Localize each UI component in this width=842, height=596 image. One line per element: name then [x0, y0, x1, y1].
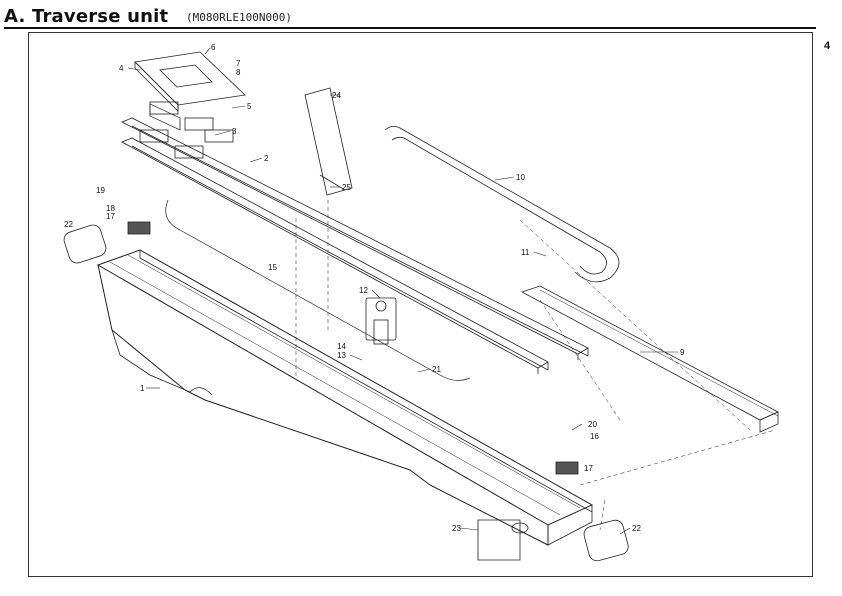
callout-2: 2 [264, 154, 269, 163]
callout-17-right: 17 [584, 464, 593, 473]
callout-1: 1 [140, 384, 145, 393]
linear-rail-upper [121, 117, 589, 360]
callout-6: 6 [211, 43, 216, 52]
callout-3: 3 [232, 127, 237, 136]
cover-plate [520, 285, 779, 433]
end-cover-23 [477, 519, 521, 561]
end-cap-right [583, 519, 629, 562]
cable-21 [165, 199, 471, 381]
main-beam-body [96, 249, 594, 546]
callout-7: 7 [236, 59, 241, 68]
callout-23: 23 [452, 524, 461, 533]
callout-13: 13 [337, 351, 346, 360]
callout-labels: 1 2 3 4 5 6 7 8 9 10 11 12 13 14 15 16 1… [64, 43, 685, 533]
callout-16: 16 [590, 432, 599, 441]
callout-10: 10 [516, 173, 525, 182]
pad-17-right [555, 461, 579, 475]
page-title: A. Traverse unit [4, 6, 169, 27]
top-plate [134, 51, 246, 112]
callout-5: 5 [247, 102, 252, 111]
end-cap-left [63, 224, 107, 264]
callout-17-left: 17 [106, 212, 115, 221]
callout-12: 12 [359, 286, 368, 295]
callout-4: 4 [119, 64, 124, 73]
callout-19: 19 [96, 186, 105, 195]
callout-14: 14 [337, 342, 346, 351]
callout-18: 18 [106, 204, 115, 213]
callout-22-right: 22 [632, 524, 641, 533]
linear-rail-lower [121, 137, 549, 374]
callout-24: 24 [332, 91, 341, 100]
cable-chain [384, 126, 620, 283]
air-regulator [365, 297, 397, 345]
page-number: 4 [824, 40, 831, 52]
title-underline [4, 27, 816, 29]
callout-8: 8 [236, 68, 241, 77]
callout-22-left: 22 [64, 220, 73, 229]
callout-11: 11 [521, 248, 530, 257]
carriage-blocks [139, 101, 234, 159]
leader-lines [127, 47, 678, 535]
model-code: (M080RLE100N000) [186, 11, 292, 24]
drawing-frame [28, 32, 813, 577]
vertical-bracket [304, 87, 353, 196]
callout-20: 20 [588, 420, 597, 429]
callout-21: 21 [432, 365, 441, 374]
callout-25: 25 [342, 183, 351, 192]
assembly-lines [295, 200, 776, 531]
callout-15: 15 [268, 263, 277, 272]
callout-9: 9 [680, 348, 685, 357]
pad-17-left [127, 221, 151, 235]
